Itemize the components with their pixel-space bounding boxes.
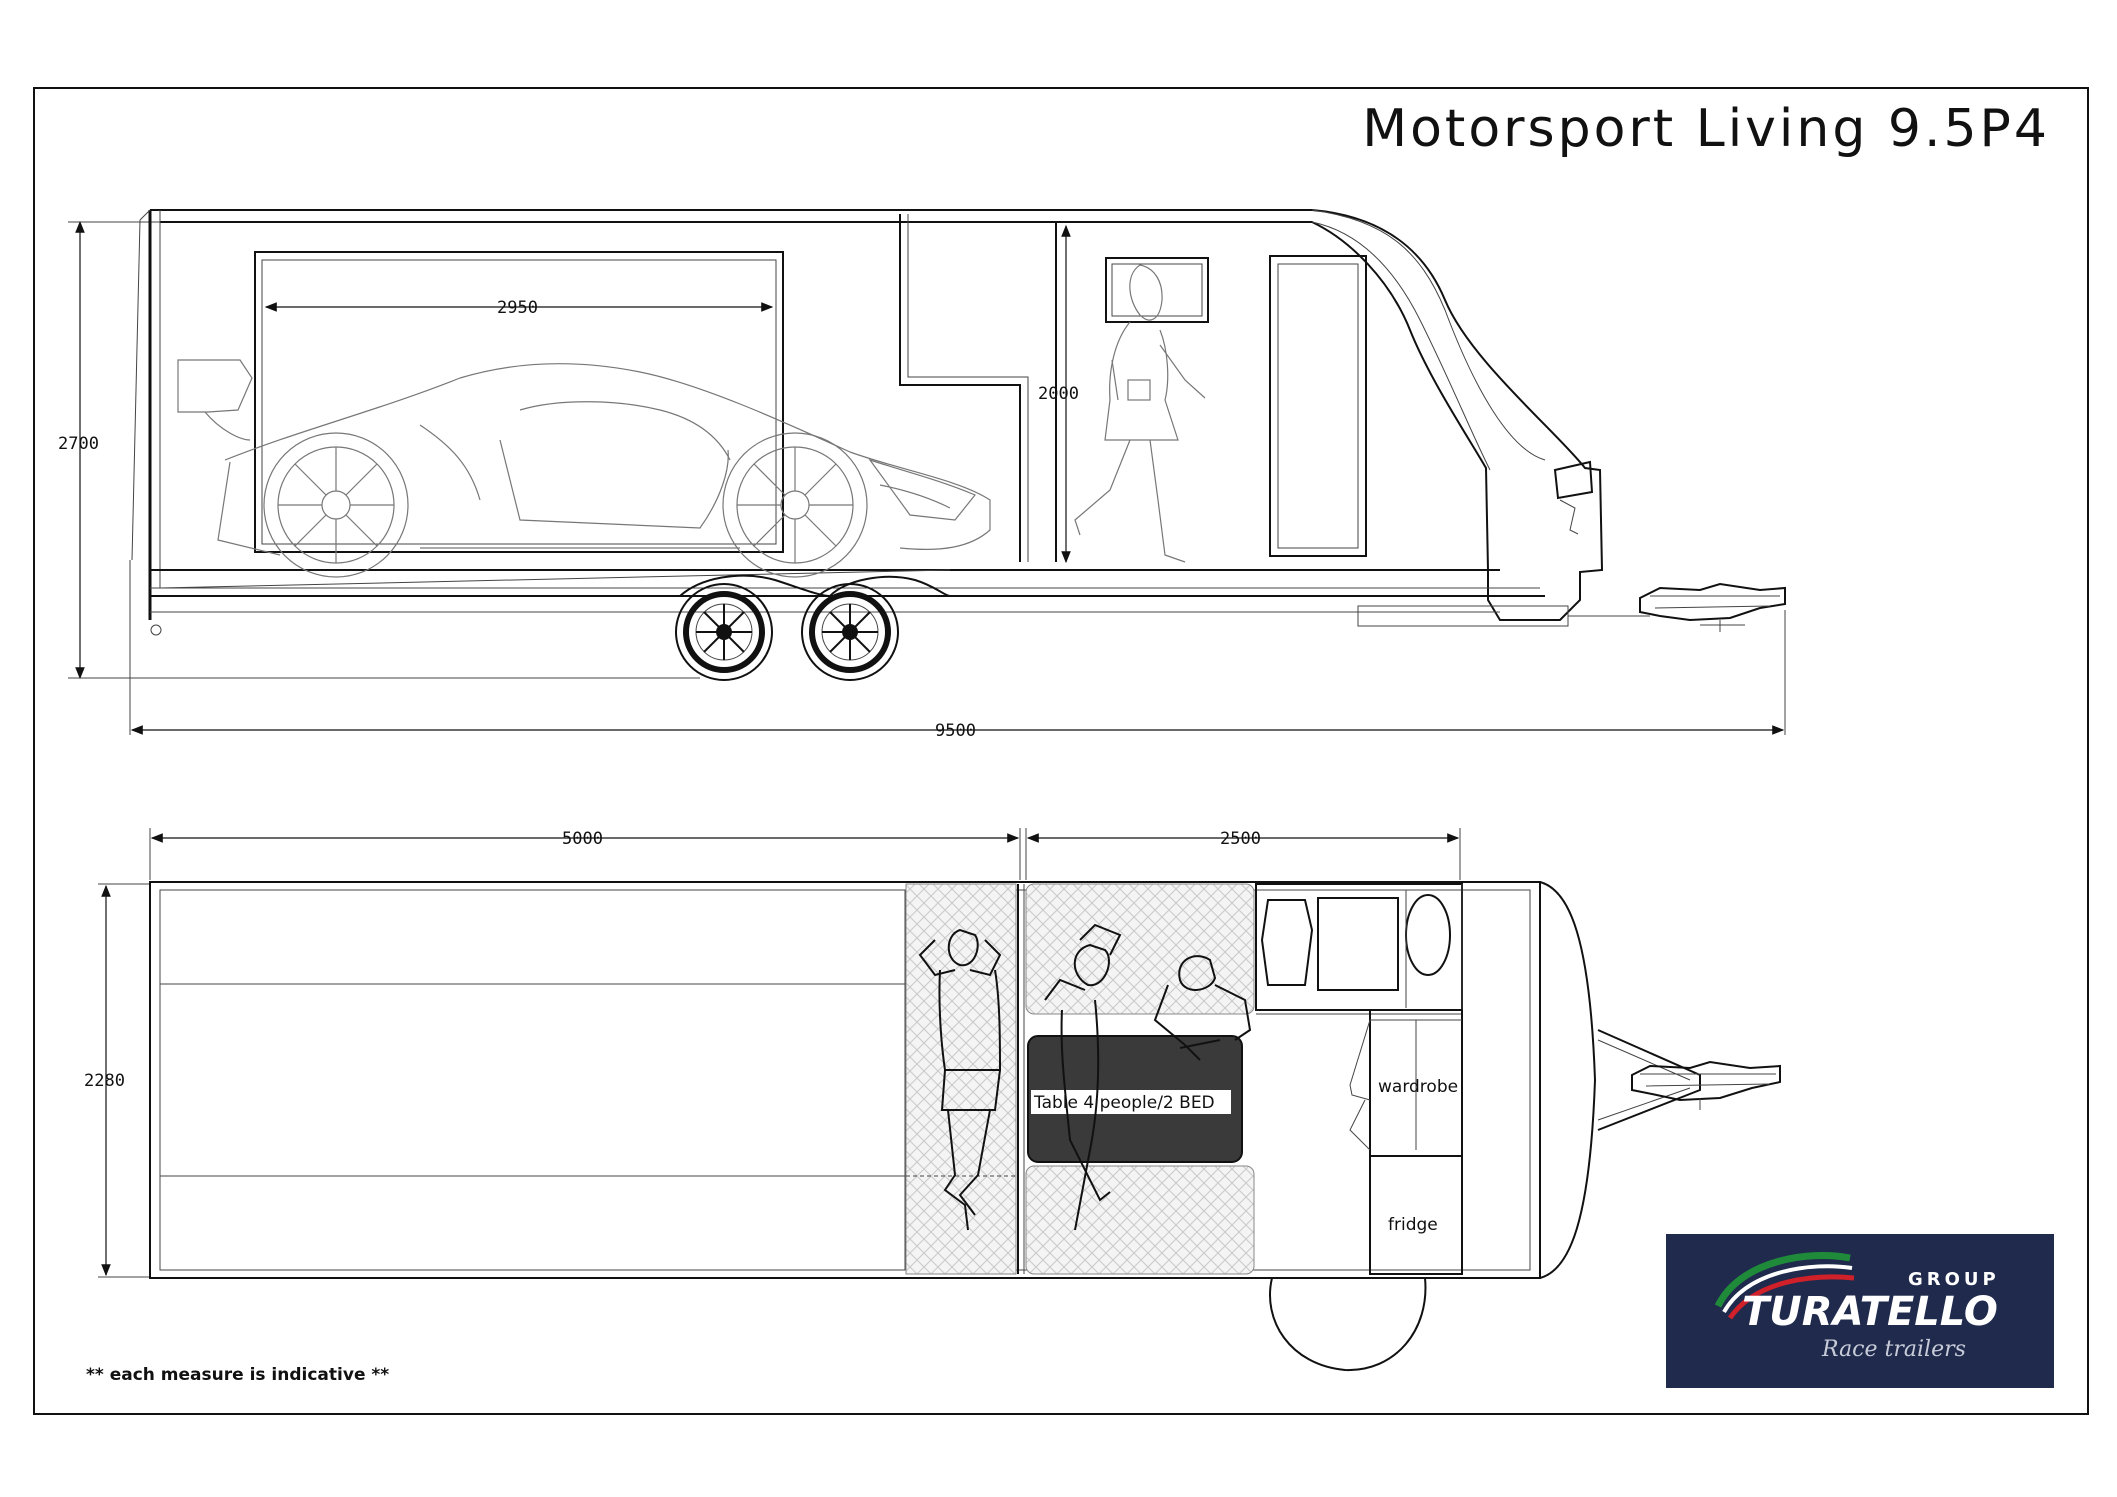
lying-person-icon (1044, 923, 1122, 1231)
fridge-block: fridge (1369, 1155, 1463, 1275)
drawing-title: Motorsport Living 9.5P4 (1362, 99, 2050, 159)
living-length-label: 2500 (1220, 829, 1261, 849)
drawbar-plan (1597, 1029, 1701, 1131)
height-dimension: 2700 (58, 220, 700, 680)
garage-width-label: 2950 (497, 298, 538, 318)
fridge-label: fridge (1388, 1215, 1438, 1235)
wheel-icon (801, 583, 899, 681)
logo-group-text: GROUP (1908, 1269, 2000, 1290)
walking-person-icon (1074, 264, 1206, 563)
tow-hitch-icon (1639, 582, 1786, 632)
turatello-logo: GROUP TURATELLO Race trailers (1666, 1234, 2054, 1388)
disclaimer-note: ** each measure is indicative ** (86, 1365, 389, 1385)
trailer-body (131, 209, 1650, 636)
lying-person-icon (918, 928, 1002, 1231)
living-length-dimension: 2500 (1025, 828, 1461, 880)
plan-view: 5000 2500 2280 (84, 828, 2054, 1388)
length-dimension-label: 9500 (935, 721, 976, 741)
garage-length-dimension: 5000 (149, 828, 1021, 880)
bench-seat-upper (1025, 883, 1255, 1015)
lying-person-icon (1153, 955, 1252, 1061)
garage-opening: 2950 (254, 251, 784, 553)
dinette-table-label: Table 4 people/2 BED (1033, 1093, 1215, 1113)
height-dimension-label: 2700 (58, 434, 99, 454)
width-dimension-label: 2280 (84, 1071, 125, 1091)
tow-hitch-icon (1631, 1060, 1781, 1110)
interior-height-label: 2000 (1038, 384, 1079, 404)
wheel-icon (675, 583, 773, 681)
entry-door (1269, 255, 1367, 557)
wardrobe-block: wardrobe (1349, 1009, 1463, 1157)
wardrobe-label: wardrobe (1378, 1077, 1458, 1097)
side-view: 2700 (58, 209, 1786, 741)
race-car-icon (177, 359, 991, 578)
side-bed (905, 883, 1017, 1275)
side-window (1105, 257, 1209, 323)
logo-brand-text: TURATELLO (1742, 1289, 1998, 1335)
drawing-frame (33, 87, 2089, 1415)
logo-tagline-text: Race trailers (1821, 1337, 1966, 1362)
partition-wall: 2000 (899, 214, 1079, 564)
bench-seat-lower (1025, 1165, 1255, 1275)
width-dimension: 2280 (84, 883, 150, 1278)
garage-length-label: 5000 (562, 829, 603, 849)
length-dimension: 9500 (129, 560, 1786, 741)
